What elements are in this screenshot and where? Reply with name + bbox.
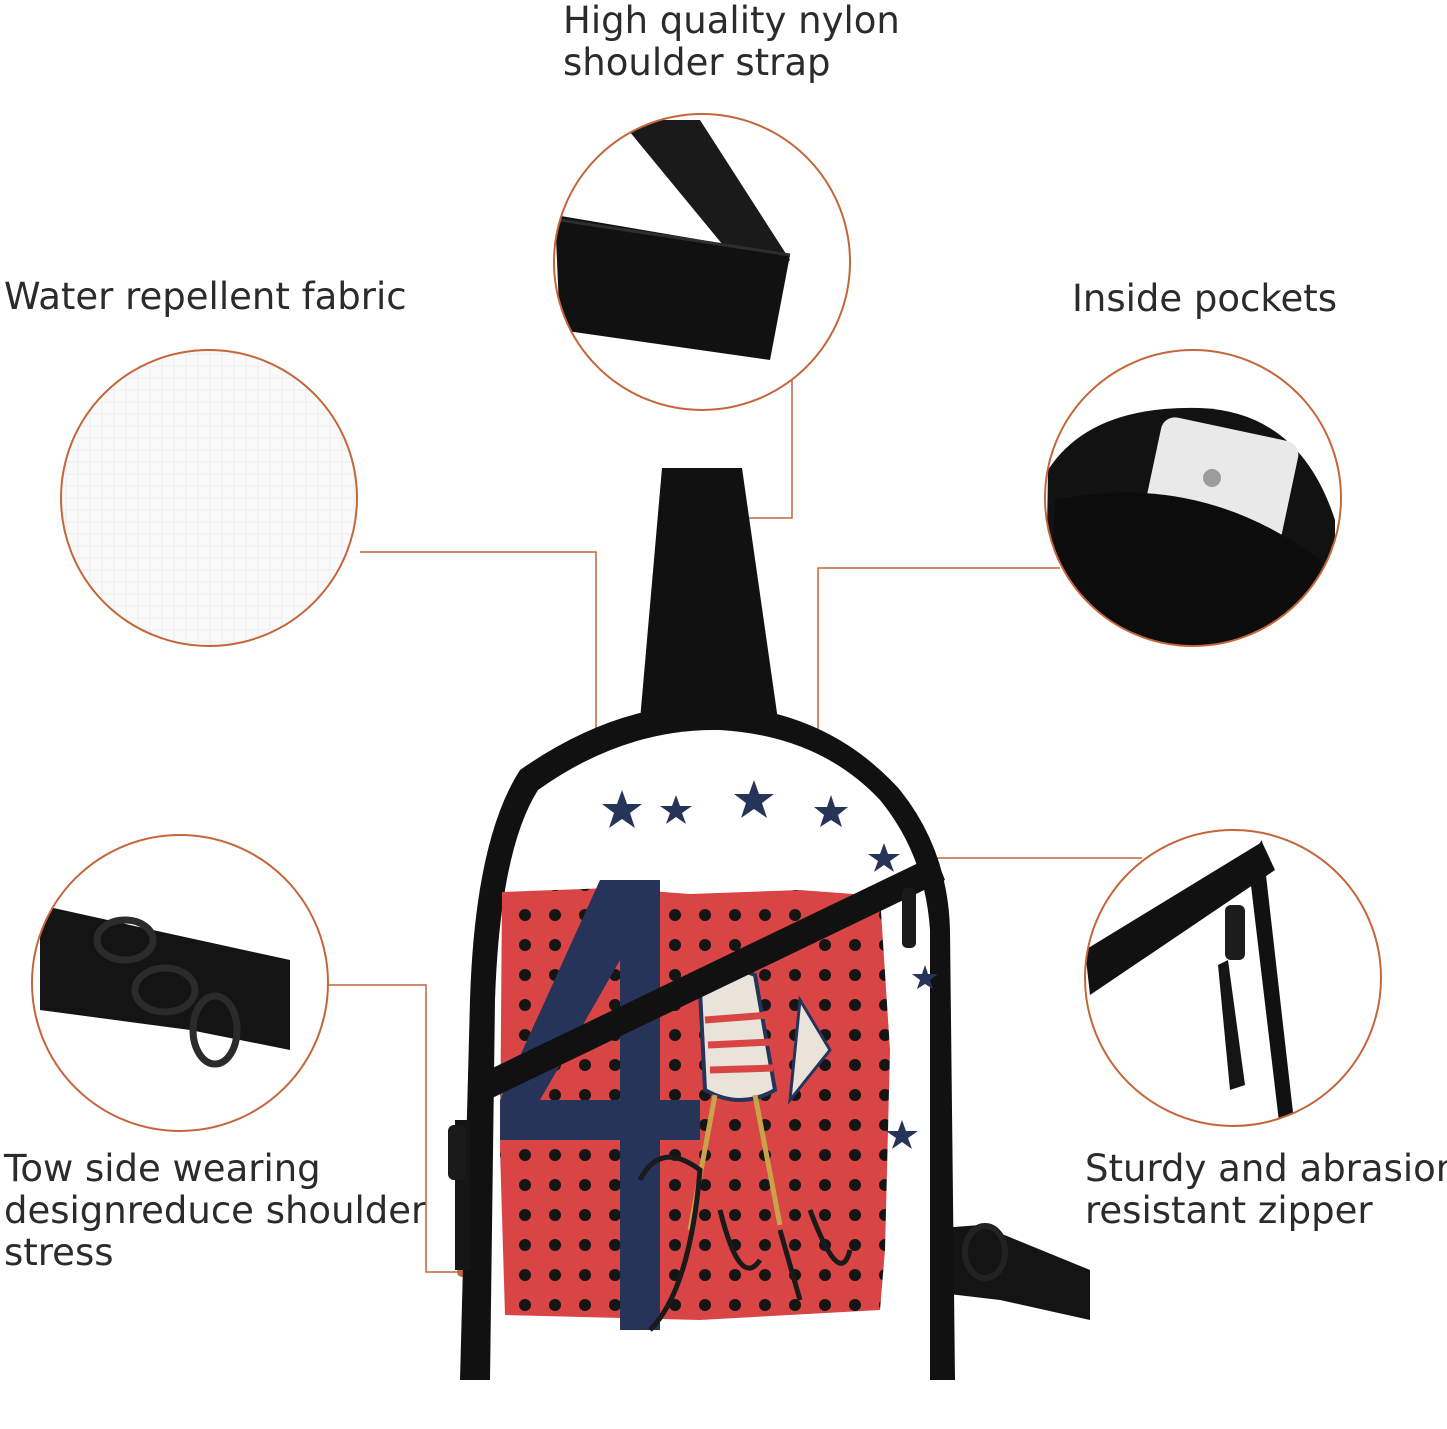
wearing-feature-label: Tow side wearing designreduce shoulder s… (4, 1148, 426, 1274)
zipper-feature-label: Sturdy and abrasion resistant zipper (1085, 1148, 1447, 1232)
fabric-feature-label: Water repellent fabric (4, 276, 407, 318)
fabric-callout-ring (60, 349, 358, 647)
zipper-callout-ring (1084, 829, 1382, 1127)
pockets-callout-ring (1044, 349, 1342, 647)
pockets-feature-label: Inside pockets (1072, 278, 1337, 320)
bag-print-stars (602, 780, 938, 1149)
zipper-label-line1: Sturdy and abrasion (1085, 1147, 1447, 1190)
pockets-label-text: Inside pockets (1072, 277, 1338, 320)
zipper-callout (1085, 830, 1381, 1126)
wearing-label-line3: stress (4, 1231, 114, 1274)
wearing-label-line1: Tow side wearing (4, 1147, 321, 1190)
strap-callout-ring (553, 113, 851, 411)
bag-print-script (637, 1154, 853, 1332)
strap-feature-label: High quality nylon shoulder strap (563, 0, 900, 84)
zipper-label-line2: resistant zipper (1085, 1189, 1373, 1232)
pockets-callout (1045, 350, 1341, 646)
bag-diagonal-zipper (478, 855, 945, 1100)
strap-callout (554, 114, 850, 410)
bag-shoulder-strap (640, 468, 778, 720)
buckle-callout (32, 835, 328, 1131)
pockets-leader-line (817, 567, 1060, 738)
wearing-label-line2: designreduce shoulder (4, 1189, 427, 1232)
bag-zipper-pull-side (448, 1125, 466, 1180)
bag-zipper-pull-top (902, 888, 916, 948)
sling-bag (448, 468, 1090, 1380)
strap-label-line2: shoulder strap (563, 41, 831, 84)
strap-label-line1: High quality nylon (563, 0, 900, 42)
wearing-leader-line (325, 984, 462, 1273)
fabric-callout (61, 350, 357, 646)
bag-side-strap (915, 1225, 1090, 1320)
buckle-callout-ring (31, 834, 329, 1132)
fabric-label-text: Water repellent fabric (4, 275, 407, 318)
